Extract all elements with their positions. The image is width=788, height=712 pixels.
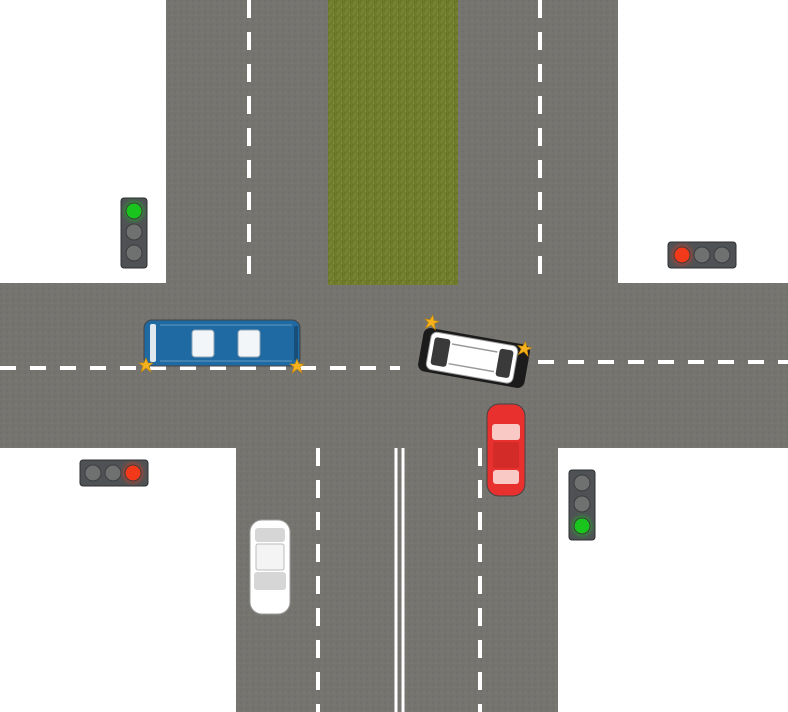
signal-lamp-red-icon [124, 464, 142, 482]
signal-lamp-off-icon [125, 244, 143, 262]
east-west-road [0, 283, 788, 448]
signal-lamp-off-icon [573, 474, 591, 492]
traffic-light-northwest [120, 197, 148, 269]
signal-lamp-off-icon [84, 464, 102, 482]
traffic-light-southwest [79, 459, 149, 487]
van-roof-window [191, 329, 215, 358]
signal-lamp-off-icon [104, 464, 122, 482]
vehicle-white-car [249, 519, 291, 615]
traffic-light-east [667, 241, 737, 269]
van-roof-window [237, 329, 261, 358]
signal-lamp-off-icon [573, 495, 591, 513]
vehicle-suv [418, 313, 534, 388]
signal-lamp-off-icon [693, 246, 711, 264]
signal-lamp-off-icon [125, 223, 143, 241]
van-body [143, 319, 301, 367]
signal-lamp-red-icon [673, 246, 691, 264]
vehicle-red-car [486, 403, 526, 497]
vehicle-van [138, 319, 305, 374]
traffic-light-southeast [568, 469, 596, 541]
signal-lamp-green-icon [573, 517, 591, 535]
signal-lamp-green-icon [125, 202, 143, 220]
grass-median [328, 0, 458, 285]
signal-lamp-off-icon [713, 246, 731, 264]
